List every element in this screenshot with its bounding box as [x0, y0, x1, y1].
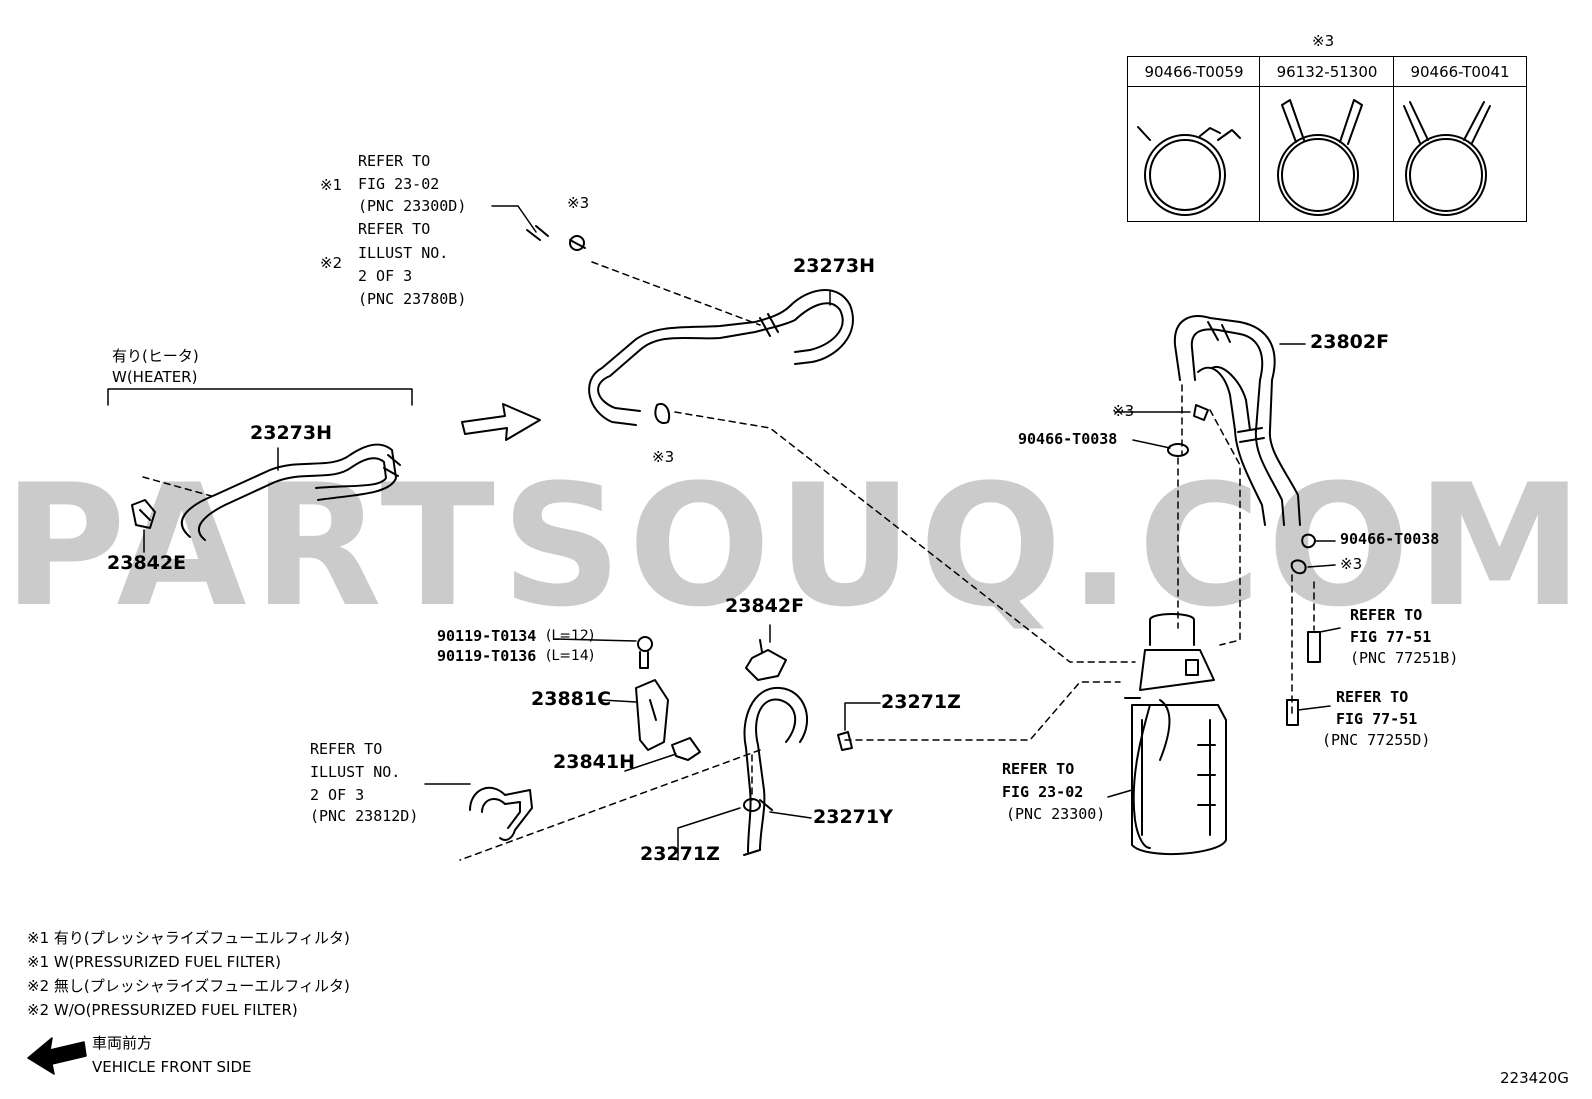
heater-bracket — [107, 388, 413, 406]
part-90466-t0038-a: 90466-T0038 — [1018, 430, 1118, 448]
refer-top-line1: REFER TO — [358, 152, 431, 170]
refer-77251b-l2: FIG 77-51 — [1350, 628, 1432, 646]
refer-23812d-l4: (PNC 23812D) — [310, 807, 419, 825]
part-23842e: 23842E — [107, 552, 187, 574]
direction-en: VEHICLE FRONT SIDE — [92, 1058, 252, 1076]
clip-23841h — [671, 737, 701, 761]
legend-divider — [1393, 57, 1394, 221]
refer-77255d-l2: FIG 77-51 — [1336, 710, 1418, 728]
refer-23300-l1: REFER TO — [1002, 760, 1075, 778]
hose-23271y — [743, 686, 809, 856]
dash-23271z — [844, 681, 1121, 741]
footnote-2: ※1 W(PRESSURIZED FUEL FILTER) — [27, 953, 281, 971]
direction-jp: 車両前方 — [92, 1034, 153, 1052]
part-23842f: 23842F — [725, 595, 805, 617]
refer-77255d-l1: REFER TO — [1336, 688, 1409, 706]
part-23271y: 23271Y — [813, 806, 893, 828]
legend-col-3: 90466-T0041 — [1394, 57, 1526, 87]
hollow-arrow — [461, 403, 541, 441]
refer-top-line5: ILLUST NO. — [358, 244, 449, 262]
refer-23300-l3: (PNC 23300) — [1006, 805, 1106, 823]
refer-top-line4: REFER TO — [358, 220, 431, 238]
mark-3-top: ※3 — [567, 194, 590, 212]
clamp-small-top — [569, 235, 586, 251]
mark-1: ※1 — [320, 176, 343, 194]
fuel-filter — [1124, 613, 1227, 855]
dash-heater — [142, 476, 216, 498]
clamp-t0038-a — [1167, 443, 1189, 457]
dash-to-filter — [674, 411, 1136, 663]
clamp-right-top — [1193, 404, 1209, 421]
clip-23842f — [745, 639, 787, 681]
hose-23273h-right — [588, 289, 854, 426]
footnote-3: ※2 無し(プレッシャライズフューエルフィルタ) — [27, 977, 350, 995]
clamp-23271z-lower — [743, 798, 761, 812]
part-90119-t0134-len: (L=12) — [546, 628, 595, 644]
refer-77251b-l1: REFER TO — [1350, 606, 1423, 624]
footnote-1: ※1 有り(プレッシャライズフューエルフィルタ) — [27, 929, 350, 947]
part-23273h-right: 23273H — [793, 255, 876, 277]
refer-23812d-l1: REFER TO — [310, 740, 383, 758]
pipe-77255d — [1286, 699, 1299, 726]
refer-23812d-l3: 2 OF 3 — [310, 786, 365, 804]
clamp-mid — [654, 402, 671, 424]
refer-top-line3: (PNC 23300D) — [358, 197, 467, 215]
mark-3-mid: ※3 — [652, 448, 675, 466]
footnote-4: ※2 W/O(PRESSURIZED FUEL FILTER) — [27, 1001, 298, 1019]
clamp-icon-t0059 — [1137, 126, 1241, 216]
part-23273h-left: 23273H — [250, 422, 333, 444]
clamp-t0038-b — [1301, 533, 1316, 549]
dash-top-hose — [591, 261, 761, 326]
legend-divider — [1259, 57, 1260, 221]
part-90119-t0136: 90119-T0136 — [437, 647, 537, 665]
refer-77251b-l3: (PNC 77251B) — [1350, 649, 1459, 667]
part-23271z-upper: 23271Z — [881, 691, 961, 713]
refer-77255d-l3: (PNC 77255D) — [1322, 731, 1431, 749]
direction-arrow-icon — [27, 1037, 87, 1075]
part-90466-t0038-b: 90466-T0038 — [1340, 530, 1440, 548]
clamp-icon-51300 — [1277, 99, 1363, 216]
mark-3-right: ※3 — [1340, 555, 1363, 573]
bracket-23881c — [635, 679, 669, 751]
legend-col-1: 90466-T0059 — [1128, 57, 1260, 87]
clamp-icon-t0041 — [1403, 101, 1491, 216]
clamp-right-3 — [1290, 559, 1307, 575]
refer-top-line7: (PNC 23780B) — [358, 290, 467, 308]
hose-23273h-left — [181, 443, 401, 541]
heater-label-jp: 有り(ヒータ) — [112, 347, 199, 365]
refer-top-leader — [491, 205, 549, 241]
part-90119-t0136-len: (L=14) — [546, 648, 595, 664]
mark-2: ※2 — [320, 254, 343, 272]
part-90119-t0134: 90119-T0134 — [437, 627, 537, 645]
refer-top-line2: FIG 23-02 — [358, 175, 440, 193]
dash-lower-left — [459, 749, 761, 861]
legend-table: 90466-T0059 96132-51300 90466-T0041 — [1127, 56, 1527, 222]
watermark: PARTSOUQ.COM — [2, 448, 1590, 644]
mark-3-filter: ※3 — [1112, 402, 1135, 420]
pipe-23812d — [469, 786, 533, 841]
bolt-90119 — [637, 636, 653, 669]
illustration-code: 223420G — [1500, 1069, 1569, 1087]
part-23271z-lower: 23271Z — [640, 843, 720, 865]
heater-label-en: W(HEATER) — [112, 368, 198, 386]
legend-mark: ※3 — [1312, 32, 1335, 50]
legend-col-2: 96132-51300 — [1260, 57, 1394, 87]
clamp-23271z-upper — [837, 731, 853, 751]
leader-lines — [277, 289, 1341, 861]
hose-23802f — [1173, 315, 1301, 526]
refer-23812d-l2: ILLUST NO. — [310, 763, 401, 781]
part-23802f: 23802F — [1310, 331, 1390, 353]
part-23841h: 23841H — [553, 751, 636, 773]
clip-23842e — [131, 499, 156, 553]
part-23881c: 23881C — [531, 688, 612, 710]
pipe-77251b — [1307, 631, 1321, 663]
refer-top-line6: 2 OF 3 — [358, 267, 413, 285]
refer-23300-l2: FIG 23-02 — [1002, 783, 1084, 801]
